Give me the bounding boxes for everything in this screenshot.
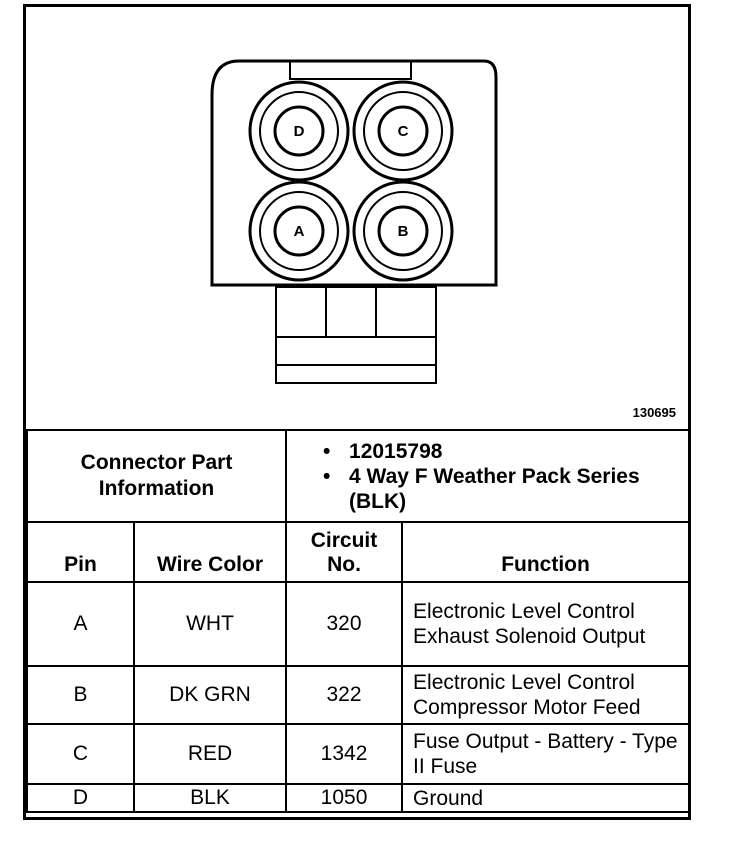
pin-cell: C	[26, 723, 135, 785]
circuit-cell: 1050	[285, 783, 404, 813]
pin-cell: D	[26, 783, 135, 813]
wire-color-cell: BLK	[132, 783, 288, 813]
function-cell: Fuse Output - Battery - Type II Fuse	[401, 723, 691, 785]
cavity-d	[248, 80, 350, 182]
connector-latch	[275, 286, 437, 384]
wire-color-cell: DK GRN	[132, 665, 288, 725]
pin-label-a: A	[294, 223, 305, 240]
connector-diagram: D C A B	[210, 59, 498, 384]
cavity-c	[352, 80, 454, 182]
pin-label-d: D	[294, 123, 305, 140]
connector-figure-frame: D C A B 130695 Connector Part Informatio…	[23, 4, 691, 820]
wire-color-cell: RED	[132, 723, 288, 785]
connector-description: 4 Way F Weather Pack Series (BLK)	[323, 464, 688, 514]
function-cell: Ground	[401, 783, 691, 813]
circuit-cell: 322	[285, 665, 404, 725]
circuit-cell: 1342	[285, 723, 404, 785]
connector-housing	[210, 59, 498, 287]
function-cell: Electronic Level Control Exhaust Solenoi…	[401, 581, 691, 667]
pin-cell: B	[26, 665, 135, 725]
connector-info-list: 12015798 4 Way F Weather Pack Series (BL…	[285, 429, 691, 523]
function-cell: Electronic Level Control Compressor Moto…	[401, 665, 691, 725]
pin-label-c: C	[398, 123, 409, 140]
col-header-function: Function	[401, 521, 691, 583]
pin-label-b: B	[398, 223, 409, 240]
circuit-cell: 320	[285, 581, 404, 667]
col-header-wire-color: Wire Color	[132, 521, 288, 583]
cavity-a	[248, 180, 350, 282]
connector-info-label: Connector Part Information	[25, 429, 288, 523]
col-header-circuit: Circuit No.	[285, 521, 404, 583]
col-header-pin: Pin	[26, 521, 135, 583]
figure-id: 130695	[632, 405, 676, 420]
wire-color-cell: WHT	[132, 581, 288, 667]
pin-cell: A	[26, 581, 135, 667]
table-row: B DK GRN 322 Electronic Level Control Co…	[26, 665, 691, 725]
part-number: 12015798	[323, 439, 688, 464]
table-row: A WHT 320 Electronic Level Control Exhau…	[26, 581, 691, 667]
table-row: D BLK 1050 Ground	[26, 783, 691, 813]
table-row: C RED 1342 Fuse Output - Battery - Type …	[26, 723, 691, 785]
connector-pinout-table: Connector Part Information 12015798 4 Wa…	[25, 429, 691, 813]
cavity-b	[352, 180, 454, 282]
